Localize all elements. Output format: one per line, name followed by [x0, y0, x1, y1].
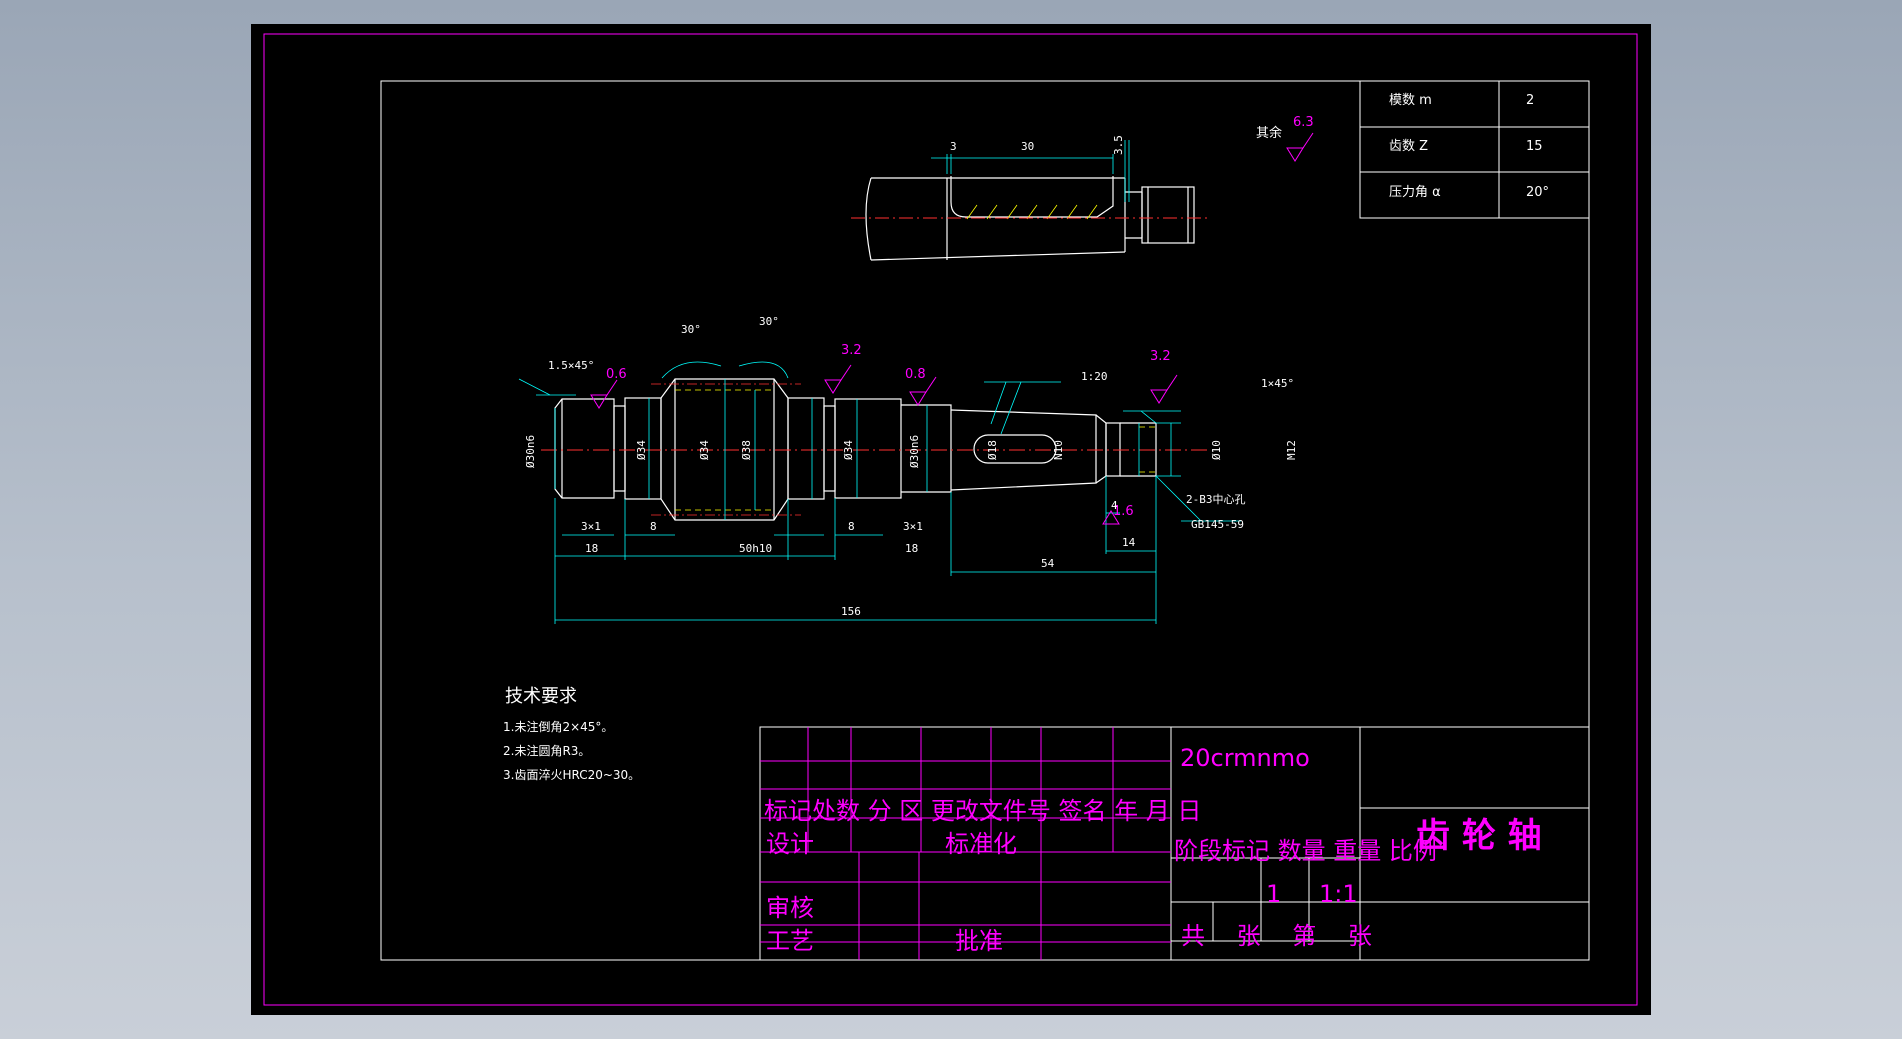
revision-header-row: 标记处数 分 区 更改文件号 签名 年 月 日: [764, 797, 1202, 825]
quantity-value: 1: [1266, 880, 1282, 908]
dim-50h10: 50h10: [739, 542, 773, 555]
center-hole-standard: GB145-59: [1191, 518, 1244, 531]
scale-value: 1:1: [1319, 880, 1358, 908]
params-table-lines: [1359, 80, 1590, 219]
dim-30-top: 30: [1021, 140, 1035, 153]
dim-8-b: 8: [848, 520, 855, 533]
design-label: 设计: [766, 830, 814, 858]
tech-req-item-1: 1.未注倒角2×45°。: [503, 720, 614, 734]
param-value-pressure-angle: 20°: [1526, 185, 1550, 200]
tech-req-item-2: 2.未注圆角R3。: [503, 744, 591, 758]
roughness-3-2-b: 3.2: [1150, 349, 1171, 364]
drawing-sheet: 模数 m 2 齿数 Z 15 压力角 α 20° 其余 6.3 3 30 3.5…: [251, 24, 1651, 1015]
dim-3-top: 3: [950, 140, 957, 153]
cad-drawing: [263, 33, 1638, 1006]
param-label-module: 模数 m: [1389, 93, 1432, 108]
standardize-label: 标准化: [945, 830, 1017, 858]
param-label-teeth: 齿数 Z: [1389, 139, 1429, 154]
dia-30n6-left: Ø30n6: [524, 434, 537, 468]
dim-156: 156: [841, 605, 861, 618]
roughness-rest-value: 6.3: [1293, 115, 1314, 130]
approve-label: 批准: [955, 927, 1003, 955]
dim-4: 4: [1111, 499, 1118, 512]
sheet-count-row: 共 张 第 张: [1181, 922, 1372, 950]
tech-req-item-3: 3.齿面淬火HRC20~30。: [503, 768, 641, 782]
stage-row: 阶段标记 数量 重量 比例: [1174, 837, 1437, 865]
process-label: 工艺: [766, 927, 814, 955]
keyway-dims: [931, 140, 1130, 202]
material-label: 20crmnmo: [1180, 744, 1310, 772]
shaft-dimensions: [518, 361, 1241, 624]
roughness-symbols: [590, 132, 1314, 525]
groove-3x1-b: 3×1: [903, 520, 923, 533]
dim-3-5-top: 3.5: [1112, 135, 1125, 155]
dia-38: Ø38: [740, 440, 753, 460]
dia-18: Ø18: [986, 440, 999, 460]
roughness-0-6: 0.6: [606, 367, 627, 382]
dim-18-a: 18: [585, 542, 599, 555]
keyway-hatch: [966, 204, 1098, 220]
dia-30n6-right: Ø30n6: [908, 434, 921, 468]
taper-label: 1:20: [1081, 370, 1108, 383]
shaft-hidden-lines: [675, 389, 1156, 511]
tech-req-title: 技术要求: [505, 686, 577, 707]
dia-m12: M12: [1285, 440, 1298, 460]
param-label-pressure-angle: 压力角 α: [1389, 185, 1441, 200]
center-hole-label: 2-B3中心孔: [1186, 493, 1246, 506]
angle-30-right: 30°: [759, 315, 779, 328]
chamfer-right-label: 1×45°: [1261, 377, 1295, 390]
roughness-3-2-a: 3.2: [841, 343, 862, 358]
dia-n10: N10: [1052, 440, 1065, 460]
outer-frame: [263, 33, 1638, 1006]
title-block-magenta-grid: [760, 727, 1171, 960]
inner-frame: [380, 80, 1590, 961]
chamfer-left-label: 1.5×45°: [548, 359, 595, 372]
param-value-teeth: 15: [1526, 139, 1543, 154]
dia-34-c: Ø34: [842, 440, 855, 460]
param-value-module: 2: [1526, 93, 1535, 108]
review-label: 审核: [766, 894, 814, 922]
dia-34-b: Ø34: [698, 440, 711, 460]
dim-54: 54: [1041, 557, 1055, 570]
dim-18-b: 18: [905, 542, 919, 555]
dim-8-a: 8: [650, 520, 657, 533]
roughness-0-8: 0.8: [905, 367, 926, 382]
title-block-lines: [759, 726, 1590, 961]
dia-10: Ø10: [1210, 440, 1223, 460]
part-name: 齿 轮 轴: [1416, 816, 1542, 856]
groove-3x1-a: 3×1: [581, 520, 601, 533]
angle-30-left: 30°: [681, 323, 701, 336]
dia-34-a: Ø34: [635, 440, 648, 460]
roughness-rest-label: 其余: [1256, 126, 1283, 141]
roughness-1-6: 1.6: [1113, 504, 1134, 519]
dim-14: 14: [1122, 536, 1136, 549]
